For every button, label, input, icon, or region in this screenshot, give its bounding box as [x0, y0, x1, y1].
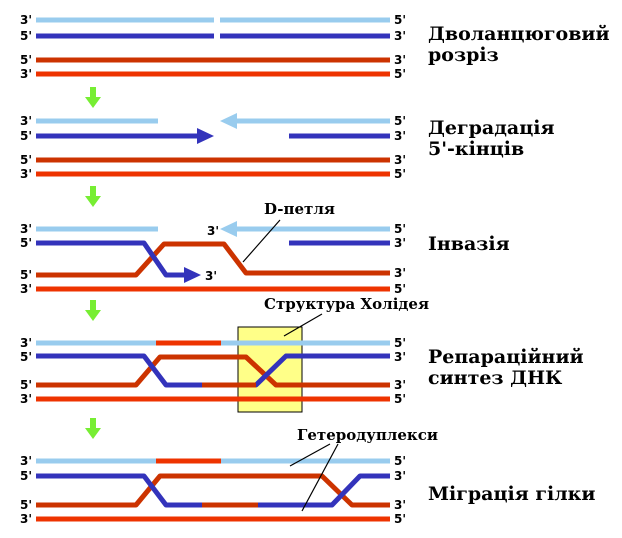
end-label: 3'	[394, 350, 406, 364]
end-label: 5'	[394, 512, 406, 526]
overhang-arrowhead	[197, 128, 214, 144]
d-loop-label: D-петля	[264, 200, 335, 218]
step-title: Репараційний	[428, 346, 584, 368]
end-label: 5'	[20, 498, 32, 512]
end-label: 3'	[394, 236, 406, 250]
d-loop-pointer	[242, 219, 281, 263]
end-label: 3'	[20, 67, 32, 81]
heteroduplex-pointer	[289, 443, 331, 467]
end-label: 3'	[205, 269, 217, 283]
down-arrow-icon	[85, 186, 101, 207]
end-label: 5'	[394, 222, 406, 236]
overhang-arrowhead	[220, 113, 237, 129]
down-arrow-icon	[85, 418, 101, 439]
end-label: 3'	[20, 282, 32, 296]
end-label: 5'	[394, 392, 406, 406]
end-label: 3'	[207, 224, 219, 238]
step-2-end-degradation: 3' 5' 5' 3' 5' 3' 3' 5' Деградація 5'-кі…	[20, 113, 555, 181]
end-label: 5'	[394, 336, 406, 350]
end-label: 5'	[394, 114, 406, 128]
end-label: 3'	[20, 512, 32, 526]
step-title: Міграція гілки	[428, 483, 595, 505]
end-label: 3'	[394, 378, 406, 392]
end-label: 5'	[20, 53, 32, 67]
strand-dark-red-crossing	[36, 473, 390, 508]
step-title: Деградація	[428, 117, 555, 139]
end-label: 3'	[394, 53, 406, 67]
end-label: 5'	[20, 268, 32, 282]
overhang-arrowhead	[220, 221, 237, 237]
end-label: 3'	[394, 129, 406, 143]
step-title-line2: 5'-кінців	[428, 138, 524, 160]
strand-dark-blue-invading	[36, 240, 186, 278]
overhang-arrowhead	[184, 267, 201, 283]
end-label: 5'	[20, 236, 32, 250]
end-label: 3'	[394, 29, 406, 43]
end-label: 3'	[20, 13, 32, 27]
end-label: 3'	[20, 454, 32, 468]
end-label: 5'	[394, 454, 406, 468]
end-label: 5'	[20, 153, 32, 167]
step-5-branch-migration: 3' 5' 5' 3' 5' 3' 3' 5' Гетеродуплекси М…	[20, 426, 595, 526]
down-arrow-icon	[85, 87, 101, 108]
end-label: 5'	[394, 13, 406, 27]
end-label: 5'	[394, 167, 406, 181]
end-label: 3'	[20, 392, 32, 406]
step-3-invasion: 3' 3' 3' 5' 5' 3' 5' 3' 3' 5' D-петля Ін…	[20, 200, 510, 296]
strand-dark-red-displaced	[36, 241, 390, 278]
end-label: 3'	[394, 266, 406, 280]
end-label: 5'	[394, 67, 406, 81]
end-label: 3'	[394, 498, 406, 512]
end-label: 3'	[20, 114, 32, 128]
holliday-label: Структура Холідея	[264, 295, 429, 313]
step-4-repair-synthesis: 3' 5' 5' 3' 5' 3' 3' 5' Структура Холіде…	[20, 295, 584, 413]
end-label: 3'	[394, 469, 406, 483]
strand-dark-blue-crossing	[36, 353, 390, 388]
step-title-line2: синтез ДНК	[428, 367, 563, 389]
end-label: 5'	[20, 350, 32, 364]
down-arrow-icon	[85, 300, 101, 321]
step-title: Дволанцюговий	[428, 23, 610, 45]
end-label: 3'	[394, 153, 406, 167]
step-title: Інвазія	[428, 233, 510, 255]
strand-dark-red-crossing	[36, 354, 390, 388]
step-title-line2: розріз	[428, 44, 499, 66]
end-label: 5'	[394, 282, 406, 296]
step-1-double-strand-break: 3' 5' 5' 3' 5' 3' 3' 5' Дволанцюговий ро…	[20, 13, 610, 81]
end-label: 5'	[20, 469, 32, 483]
holliday-pointer	[283, 313, 323, 337]
end-label: 3'	[20, 222, 32, 236]
end-label: 5'	[20, 378, 32, 392]
end-label: 3'	[20, 336, 32, 350]
end-label: 5'	[20, 29, 32, 43]
end-label: 3'	[20, 167, 32, 181]
heteroduplex-label: Гетеродуплекси	[297, 426, 438, 444]
end-label: 5'	[20, 129, 32, 143]
heteroduplex-pointer	[301, 443, 339, 512]
